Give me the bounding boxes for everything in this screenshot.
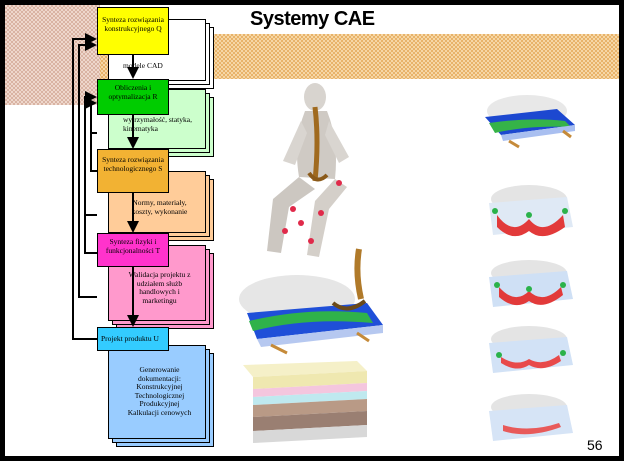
stage-u-box: Projekt produktu U [97,327,169,351]
stage-s-note: Normy, materiały, koszty, wykonanie [131,198,188,216]
seat-model-image-5 [489,394,573,441]
loop-arrow [72,33,97,340]
seated-human-model-image [267,83,349,257]
loop-arrow [78,39,97,298]
seat-model-image-4 [489,326,573,373]
seat-with-spine-image [239,248,383,355]
stage-q-note: modele CAD [123,61,163,70]
stage-r-note: wytrzymałość, statyka, kinematyka [123,115,192,133]
slide-frame: Systemy CAE modele CAD wytrzymałość, sta… [5,5,619,456]
page-number: 56 [587,437,603,453]
stage-u-note: Generowanie dokumentacji: Konstrukcyjnej… [127,365,192,417]
cushion-layers-image [243,361,367,443]
decorative-corner [5,5,100,105]
stage-q-box: Synteza rozwiązania konstrukcyjnego Q [97,7,169,55]
loop-arrow [85,97,97,172]
stage-r-box: Obliczenia i optymalizacja R [97,79,169,115]
stage-t-box: Synteza fizyki i funkcjonalności T [97,233,169,267]
stage-s-box: Synteza rozwiązania technologicznego S [97,149,169,193]
seat-model-image-2 [489,185,573,237]
seat-model-image-3 [489,260,573,307]
seat-model-image-1 [485,95,575,149]
feedback-arrows [72,33,139,340]
stage-t-note: Walidacja projektu z udziałem służb hand… [128,270,191,305]
slide-title: Systemy CAE [250,8,375,30]
stage-u-sheet [108,345,206,439]
